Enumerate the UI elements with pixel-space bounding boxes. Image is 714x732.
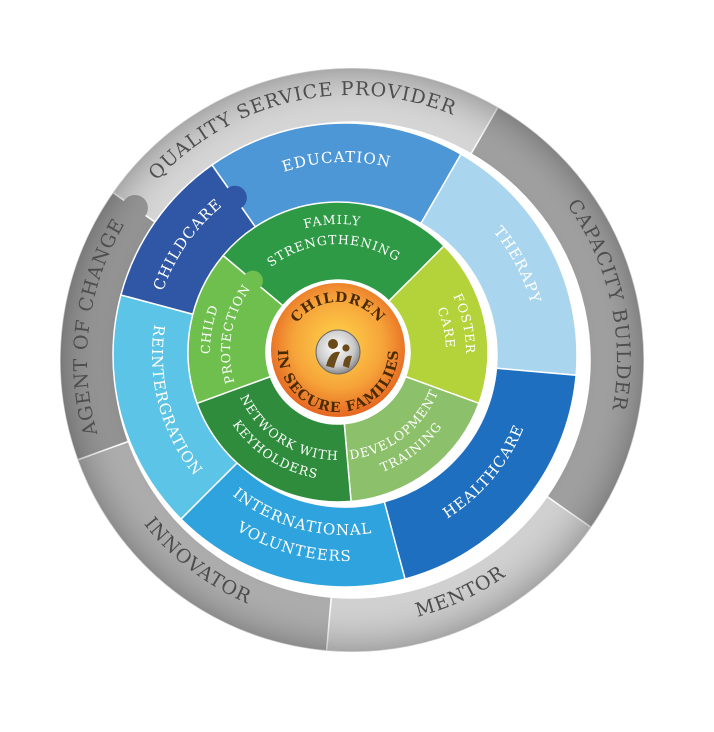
program-ring: FAMILYSTRENGTHENINGFOSTERCAREDEVELOPMENT… (187, 201, 489, 503)
program_ring-puzzle-knob (242, 270, 263, 291)
program_ring-segment (187, 254, 284, 405)
program_ring-segment (222, 201, 446, 307)
service_ring-puzzle-knob (222, 185, 247, 210)
program_ring-label-family: FAMILY (302, 212, 362, 231)
family-icon (315, 329, 361, 375)
program_ring-segment (196, 375, 352, 503)
core-circle: CHILDREN IN SECURE FAMILIES (269, 281, 407, 419)
program_ring-segment (343, 375, 480, 503)
program_ring-segment (387, 244, 489, 405)
